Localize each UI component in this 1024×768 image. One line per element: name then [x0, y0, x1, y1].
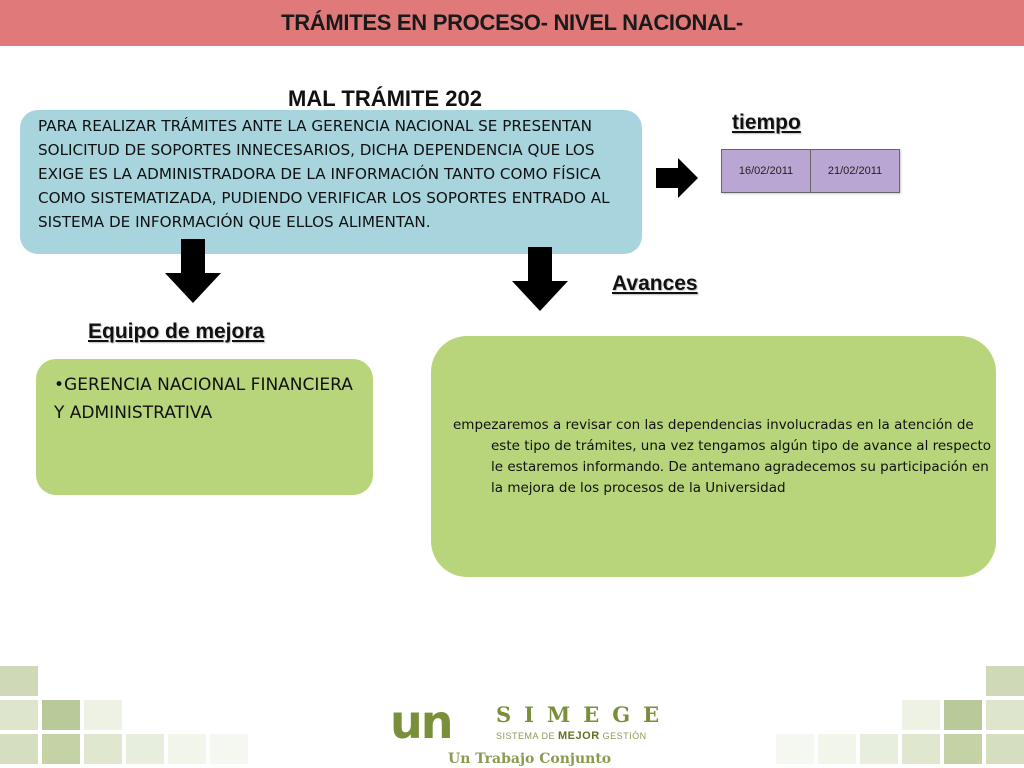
slide-title: TRÁMITES EN PROCESO- NIVEL NACIONAL- — [281, 10, 743, 35]
avances-text: empezaremos a revisar con las dependenci… — [453, 417, 992, 496]
team-box: •GERENCIA NACIONAL FINANCIERA Y ADMINIST… — [36, 359, 373, 495]
equipo-heading: Equipo de mejora — [88, 320, 265, 343]
logo-subtitle-strong: MEJOR — [558, 730, 600, 742]
avances-box: empezaremos a revisar con las dependenci… — [431, 336, 996, 577]
tiempo-heading: tiempo — [732, 111, 801, 134]
logo-subtitle-pre: SISTEMA DE — [496, 731, 559, 741]
simege-logo: un SIMEGE SISTEMA DE MEJOR GESTIÓN Un Tr… — [390, 698, 660, 768]
team-item: •GERENCIA NACIONAL FINANCIERA Y ADMINIST… — [54, 375, 353, 423]
date-start-cell: 16/02/2011 — [721, 149, 811, 193]
dates-table: 16/02/2011 21/02/2011 — [721, 149, 900, 193]
arrow-down-icon — [165, 239, 221, 308]
avances-heading: Avances — [612, 272, 698, 295]
logo-mark: un — [390, 695, 453, 749]
footer-squares-decoration — [0, 666, 248, 764]
footer-squares-decoration — [776, 666, 1024, 764]
arrow-down-icon — [512, 247, 568, 316]
date-end-cell: 21/02/2011 — [810, 149, 900, 193]
logo-brand: SIMEGE — [496, 702, 673, 727]
header-bar: TRÁMITES EN PROCESO- NIVEL NACIONAL- — [0, 0, 1024, 46]
logo-subtitle-post: GESTIÓN — [599, 731, 647, 741]
logo-subtitle: SISTEMA DE MEJOR GESTIÓN — [496, 730, 647, 742]
dates-row: 16/02/2011 21/02/2011 — [721, 149, 900, 193]
problem-description-box: PARA REALIZAR TRÁMITES ANTE LA GERENCIA … — [20, 110, 642, 254]
arrow-right-icon — [656, 158, 698, 203]
logo-tagline: Un Trabajo Conjunto — [448, 751, 612, 767]
procedure-subtitle: MAL TRÁMITE 202 — [288, 86, 482, 111]
